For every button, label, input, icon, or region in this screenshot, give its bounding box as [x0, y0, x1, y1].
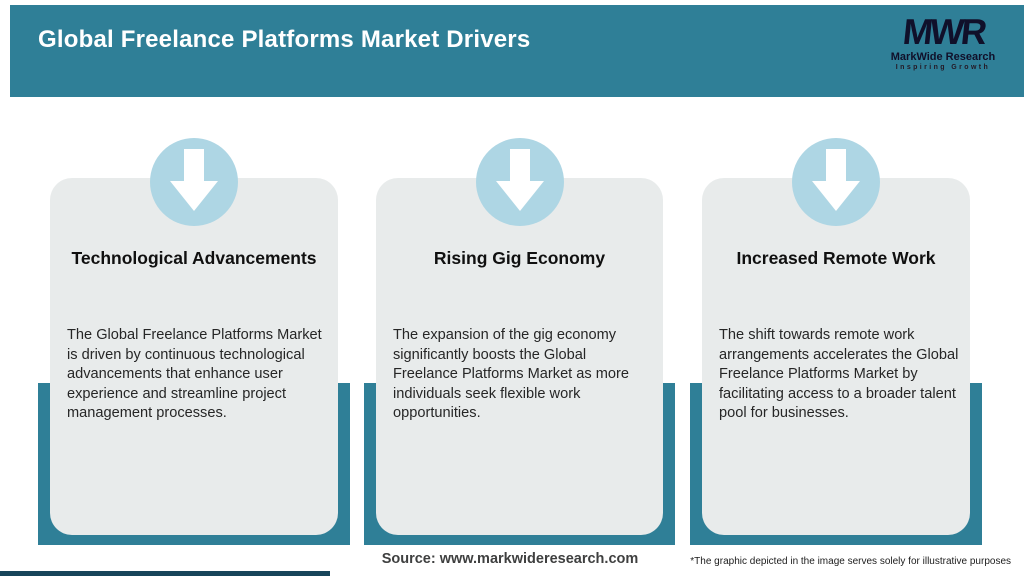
driver-card-technological-advancements: Technological Advancements The Global Fr…	[38, 138, 350, 545]
card-title: Increased Remote Work	[736, 248, 936, 268]
down-arrow-icon	[170, 149, 218, 211]
header-band: Global Freelance Platforms Market Driver…	[10, 5, 1024, 97]
card-body-text: The Global Freelance Platforms Market is…	[67, 327, 322, 422]
logo-name: MarkWide Research	[890, 51, 996, 63]
card-panel: Rising Gig Economy The expansion of the …	[376, 138, 663, 535]
card-body-text: The shift towards remote work arrangemen…	[719, 327, 959, 422]
card-title: Technological Advancements	[71, 248, 317, 268]
circle-badge	[150, 138, 238, 226]
down-arrow-icon	[812, 149, 860, 211]
card-panel: Increased Remote Work The shift towards …	[702, 138, 970, 535]
page-title: Global Freelance Platforms Market Driver…	[38, 26, 531, 53]
markwide-research-logo: MWR MarkWide Research Inspiring Growth	[878, 11, 1008, 73]
bottom-edge-bar	[0, 571, 330, 576]
logo-tagline: Inspiring Growth	[895, 64, 991, 71]
circle-badge	[475, 138, 564, 226]
card-panel: Technological Advancements The Global Fr…	[50, 138, 338, 535]
card-title: Rising Gig Economy	[433, 248, 606, 268]
logo-acronym: MWR	[900, 11, 986, 52]
driver-card-increased-remote-work: Increased Remote Work The shift towards …	[690, 138, 982, 545]
driver-card-rising-gig-economy: Rising Gig Economy The expansion of the …	[364, 138, 675, 545]
down-arrow-icon	[495, 149, 544, 211]
card-body-text: The expansion of the gig economy signifi…	[393, 327, 630, 422]
disclaimer-note: *The graphic depicted in the image serve…	[690, 556, 1011, 567]
circle-badge	[792, 138, 880, 226]
source-url: Source: www.markwideresearch.com	[381, 551, 639, 567]
